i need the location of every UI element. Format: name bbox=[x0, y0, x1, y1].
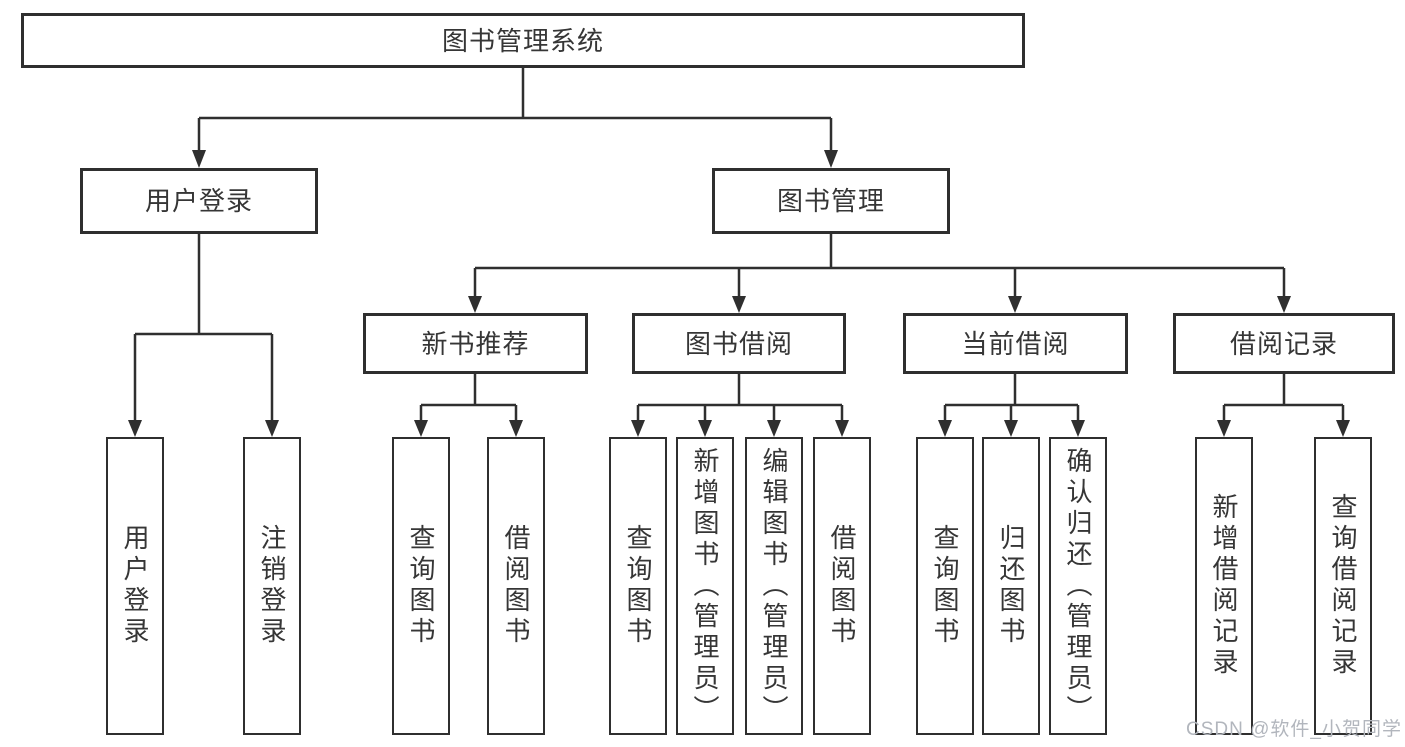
node-current-borrowing-label: 当前借阅 bbox=[961, 328, 1070, 359]
leaf-records-query-record: 查询借阅记录 bbox=[1314, 437, 1372, 735]
leaf-borrow-borrow-books-label: 借阅图书 bbox=[827, 524, 857, 648]
node-new-book-recommend-label: 新书推荐 bbox=[421, 328, 530, 359]
leaf-borrow-add-books-admin-label: 新增图书（管理员） bbox=[690, 446, 720, 726]
csdn-watermark: CSDN @软件_小贺同学 bbox=[1186, 719, 1402, 740]
node-user-login: 用户登录 bbox=[80, 168, 318, 234]
node-book-borrowing-label: 图书借阅 bbox=[684, 328, 793, 359]
leaf-recommend-query-books: 查询图书 bbox=[392, 437, 450, 735]
leaf-borrow-borrow-books: 借阅图书 bbox=[813, 437, 871, 735]
leaf-current-return-books-label: 归还图书 bbox=[996, 524, 1026, 648]
leaf-logout: 注销登录 bbox=[243, 437, 301, 735]
arrowheads bbox=[128, 150, 1350, 437]
leaf-user-login: 用户登录 bbox=[106, 437, 164, 735]
node-current-borrowing: 当前借阅 bbox=[903, 313, 1128, 374]
leaf-borrow-edit-books-admin-label: 编辑图书（管理员） bbox=[759, 446, 789, 726]
leaf-current-query-books-label: 查询图书 bbox=[930, 524, 960, 648]
node-book-management: 图书管理 bbox=[712, 168, 950, 234]
node-borrowing-records: 借阅记录 bbox=[1173, 313, 1395, 374]
leaf-current-confirm-return-admin: 确认归还（管理员） bbox=[1049, 437, 1107, 735]
leaf-current-confirm-return-admin-label: 确认归还（管理员） bbox=[1063, 446, 1093, 726]
leaf-recommend-borrow-books-label: 借阅图书 bbox=[501, 524, 531, 648]
node-borrowing-records-label: 借阅记录 bbox=[1229, 328, 1338, 359]
leaf-current-return-books: 归还图书 bbox=[982, 437, 1040, 735]
leaf-recommend-borrow-books: 借阅图书 bbox=[487, 437, 545, 735]
node-root: 图书管理系统 bbox=[21, 13, 1025, 68]
leaf-user-login-label: 用户登录 bbox=[120, 524, 150, 648]
leaf-borrow-query-books: 查询图书 bbox=[609, 437, 667, 735]
node-book-management-label: 图书管理 bbox=[776, 186, 885, 216]
leaf-recommend-query-books-label: 查询图书 bbox=[406, 524, 436, 648]
leaf-records-add-record: 新增借阅记录 bbox=[1195, 437, 1253, 735]
leaf-records-query-record-label: 查询借阅记录 bbox=[1328, 493, 1358, 679]
node-new-book-recommend: 新书推荐 bbox=[363, 313, 588, 374]
node-user-login-label: 用户登录 bbox=[144, 186, 253, 216]
leaf-current-query-books: 查询图书 bbox=[916, 437, 974, 735]
node-root-label: 图书管理系统 bbox=[441, 25, 604, 56]
leaf-borrow-add-books-admin: 新增图书（管理员） bbox=[676, 437, 734, 735]
node-book-borrowing: 图书借阅 bbox=[632, 313, 846, 374]
leaf-logout-label: 注销登录 bbox=[257, 524, 287, 648]
leaf-records-add-record-label: 新增借阅记录 bbox=[1209, 493, 1239, 679]
tree-edges bbox=[133, 68, 1345, 425]
leaf-borrow-edit-books-admin: 编辑图书（管理员） bbox=[745, 437, 803, 735]
leaf-borrow-query-books-label: 查询图书 bbox=[623, 524, 653, 648]
